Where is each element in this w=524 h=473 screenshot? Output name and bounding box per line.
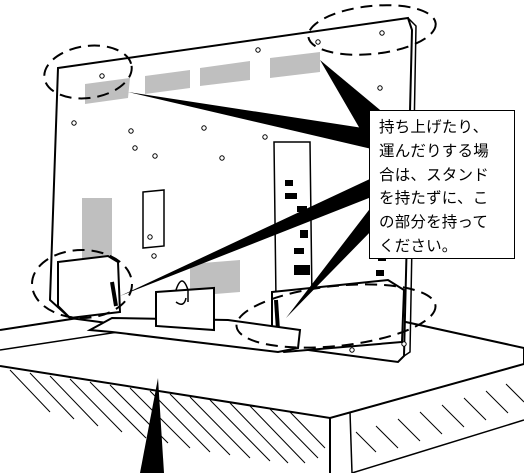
callout-line-2: 運んだりする場 — [379, 141, 489, 160]
callout-line-4: を持たずに、こ — [379, 189, 489, 208]
stand — [86, 280, 302, 354]
screw-holes — [71, 30, 407, 353]
stand-pointer — [140, 378, 164, 473]
vent-grilles — [82, 52, 320, 296]
callout-line-1: 持ち上げたり、 — [379, 118, 489, 136]
handling-instruction-callout: 持ち上げたり、 運んだりする場 合は、スタンド を持たずに、こ の部分を持って … — [369, 110, 515, 259]
callout-line-3: 合は、スタンド — [379, 165, 489, 184]
table-hatching — [9, 369, 524, 464]
callout-line-5: の部分を持って — [379, 213, 489, 232]
callout-line-6: ください。 — [379, 236, 458, 255]
grip-area-marks — [31, 4, 437, 349]
